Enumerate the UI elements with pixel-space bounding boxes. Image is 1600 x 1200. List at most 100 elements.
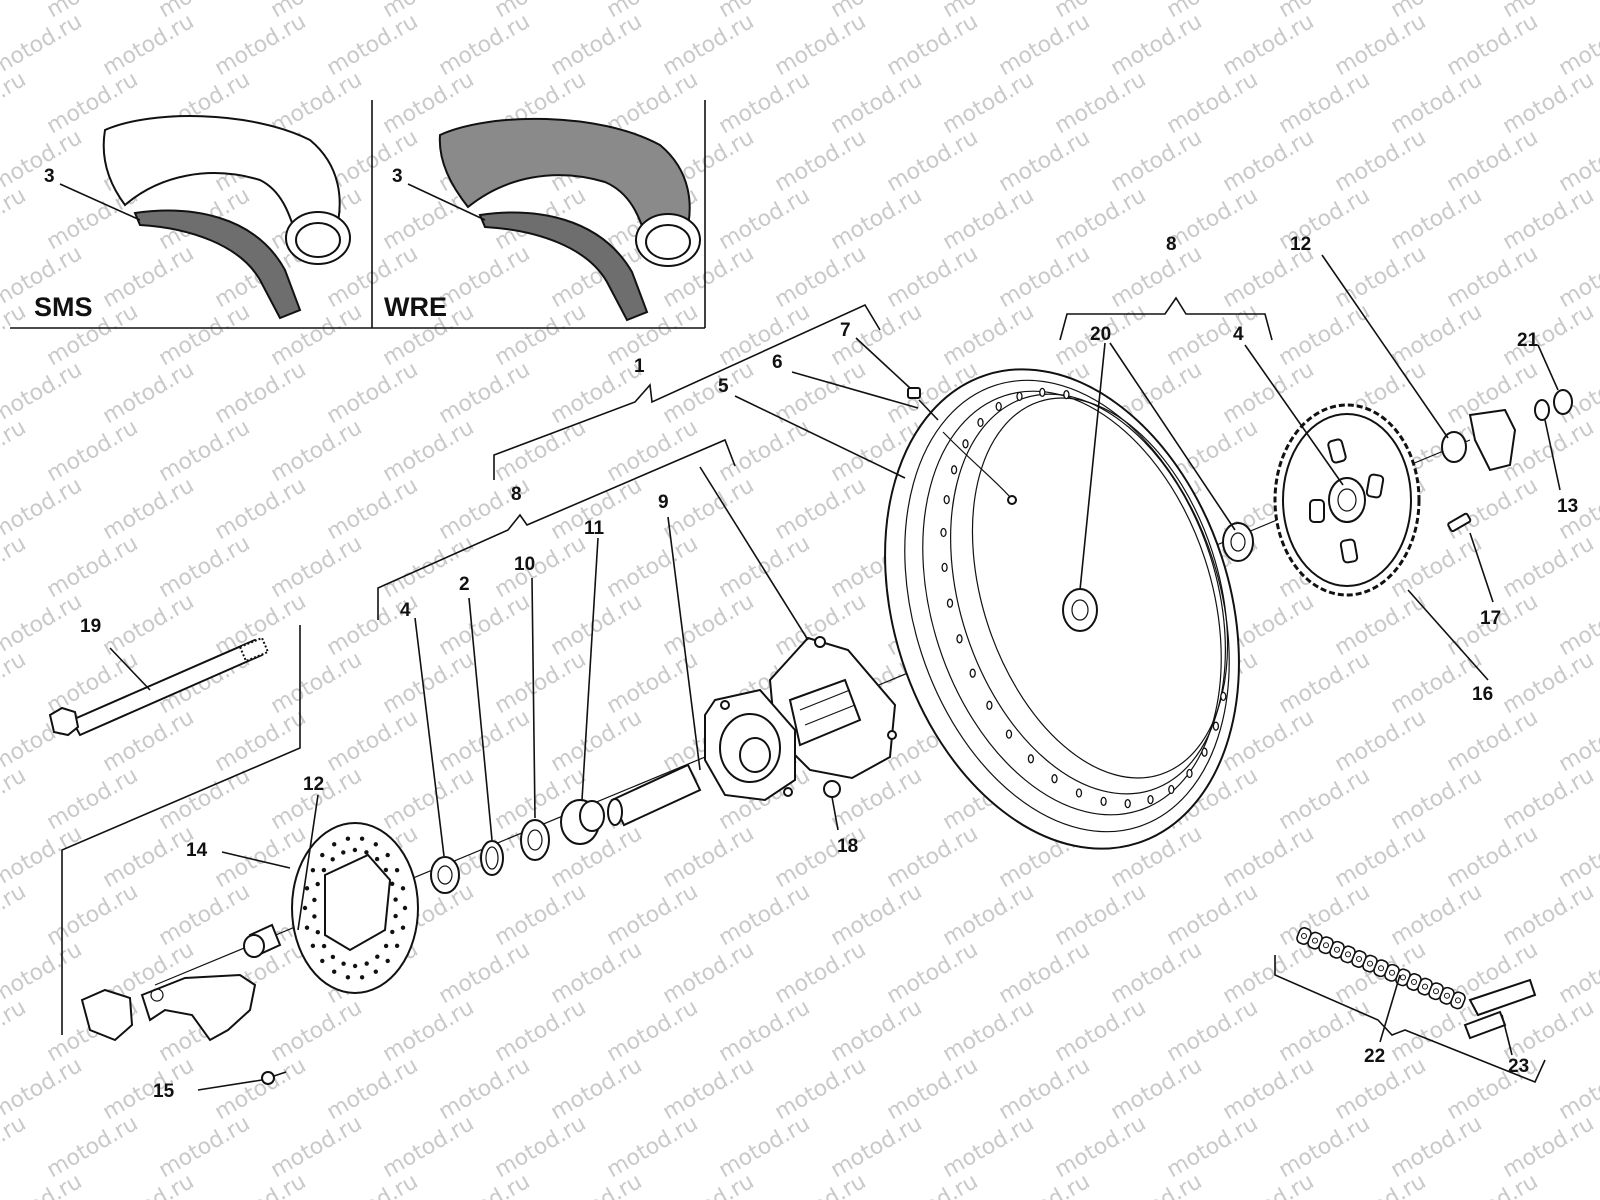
watermark-text: motod.ru xyxy=(323,9,423,81)
watermark-text: motod.ru xyxy=(603,995,703,1067)
watermark-text: motod.ru xyxy=(323,1053,423,1125)
watermark-text: motod.ru xyxy=(995,1169,1095,1200)
watermark-text: motod.ru xyxy=(267,647,367,719)
hub-nut xyxy=(823,780,841,798)
watermark-text: motod.ru xyxy=(1219,937,1319,1009)
callout-12-left: 12 xyxy=(303,774,324,795)
watermark-text: motod.ru xyxy=(99,1053,199,1125)
sprocket-bolt xyxy=(1447,512,1472,533)
callout-12-right: 12 xyxy=(1290,234,1311,255)
watermark-text: motod.ru xyxy=(1275,995,1375,1067)
wre-label: WRE xyxy=(384,292,447,322)
watermark-text: motod.ru xyxy=(883,1169,983,1200)
spoke-hole xyxy=(1186,768,1193,779)
chain-pin xyxy=(1389,969,1395,976)
disc-hole xyxy=(352,847,358,853)
watermark-text: motod.ru xyxy=(603,647,703,719)
watermark-text: motod.ru xyxy=(771,1169,871,1200)
disc-hole xyxy=(312,897,317,903)
drive-chain xyxy=(1296,927,1466,1010)
watermark-text: motod.ru xyxy=(211,357,311,429)
callout-3-sms: 3 xyxy=(44,166,55,187)
bearing-20-right xyxy=(1222,522,1254,562)
watermark-text: motod.ru xyxy=(155,1111,255,1183)
watermark-text: motod.ru xyxy=(603,299,703,371)
watermark-text: motod.ru xyxy=(1219,821,1319,893)
chain-master-link xyxy=(1463,978,1537,1040)
watermark-text: motod.ru xyxy=(659,357,759,429)
watermark-text: motod.ru xyxy=(491,879,591,951)
disc-hole xyxy=(374,856,380,862)
watermark-text: motod.ru xyxy=(1275,1111,1375,1183)
spoke-hole xyxy=(977,417,984,428)
chain-pin xyxy=(1345,951,1351,958)
watermark-text: motod.ru xyxy=(0,1169,86,1200)
watermark-text: motod.ru xyxy=(939,299,1039,371)
hub-insert xyxy=(560,799,605,845)
disc-hole xyxy=(345,836,351,841)
callout-20: 20 xyxy=(1090,324,1111,345)
watermark-text: motod.ru xyxy=(1499,1111,1599,1183)
watermark-text: motod.ru xyxy=(435,241,535,313)
callout-17: 17 xyxy=(1480,608,1501,629)
watermark-text: motod.ru xyxy=(547,705,647,777)
disc-hole xyxy=(383,867,389,873)
watermark-text: motod.ru xyxy=(267,531,367,603)
watermark-text: motod.ru xyxy=(827,183,927,255)
spoke-hole xyxy=(962,439,969,449)
watermark-text: motod.ru xyxy=(1275,647,1375,719)
disc-hole xyxy=(320,958,325,964)
watermark-text: motod.ru xyxy=(1555,1169,1600,1200)
nut-21 xyxy=(1553,389,1573,415)
disc-hole xyxy=(332,842,337,847)
watermark-text: motod.ru xyxy=(1443,473,1543,545)
disc-hole xyxy=(364,961,369,966)
watermark-text: motod.ru xyxy=(491,299,591,371)
bearing-20-center xyxy=(1062,588,1098,632)
callout-8-left: 8 xyxy=(511,484,522,505)
watermark-text: motod.ru xyxy=(603,415,703,487)
watermark-text: motod.ru xyxy=(435,1169,535,1200)
watermark-text: motod.ru xyxy=(659,1053,759,1125)
watermark-text: motod.ru xyxy=(323,357,423,429)
watermark-text: motod.ru xyxy=(827,1111,927,1183)
spoke-hole xyxy=(956,634,963,644)
disc-hole xyxy=(302,905,308,911)
watermark-text: motod.ru xyxy=(1107,9,1207,81)
spoke-hole xyxy=(995,401,1002,412)
disc-hole xyxy=(310,943,316,948)
watermark-text: motod.ru xyxy=(883,937,983,1009)
watermark-text: motod.ru xyxy=(1555,589,1600,661)
callout-9: 9 xyxy=(658,492,669,513)
spoke-hole xyxy=(943,494,950,505)
watermark-text: motod.ru xyxy=(323,705,423,777)
watermark-text: motod.ru xyxy=(1499,299,1599,371)
watermark-text: motod.ru xyxy=(1051,1111,1151,1183)
watermark-text: motod.ru xyxy=(0,647,30,719)
watermark-text: motod.ru xyxy=(1555,241,1600,313)
watermark-text: motod.ru xyxy=(1107,1169,1207,1200)
chain-pin xyxy=(1444,992,1450,999)
assembly-brackets xyxy=(61,296,1546,1084)
disc-hole xyxy=(315,930,320,935)
watermark-text: motod.ru xyxy=(0,531,30,603)
chain-pin xyxy=(1301,933,1307,939)
watermark-text: motod.ru xyxy=(1499,531,1599,603)
watermark-text: motod.ru xyxy=(211,705,311,777)
wheel-rim xyxy=(884,368,1240,850)
watermark-text: motod.ru xyxy=(1107,1053,1207,1125)
spoke-hole xyxy=(1039,387,1046,398)
disc-hole xyxy=(330,954,336,960)
callout-4-right: 4 xyxy=(1233,324,1244,345)
watermark-text: motod.ru xyxy=(883,1053,983,1125)
callout-16: 16 xyxy=(1472,684,1493,705)
sprocket-spacer xyxy=(1441,431,1467,463)
watermark-text: motod.ru xyxy=(491,531,591,603)
watermark-text: motod.ru xyxy=(547,1053,647,1125)
disc-hole xyxy=(393,897,398,902)
watermark-text: motod.ru xyxy=(1331,705,1431,777)
watermark-text: motod.ru xyxy=(771,357,871,429)
watermark-text: motod.ru xyxy=(1499,67,1599,139)
disc-hole xyxy=(390,881,395,886)
